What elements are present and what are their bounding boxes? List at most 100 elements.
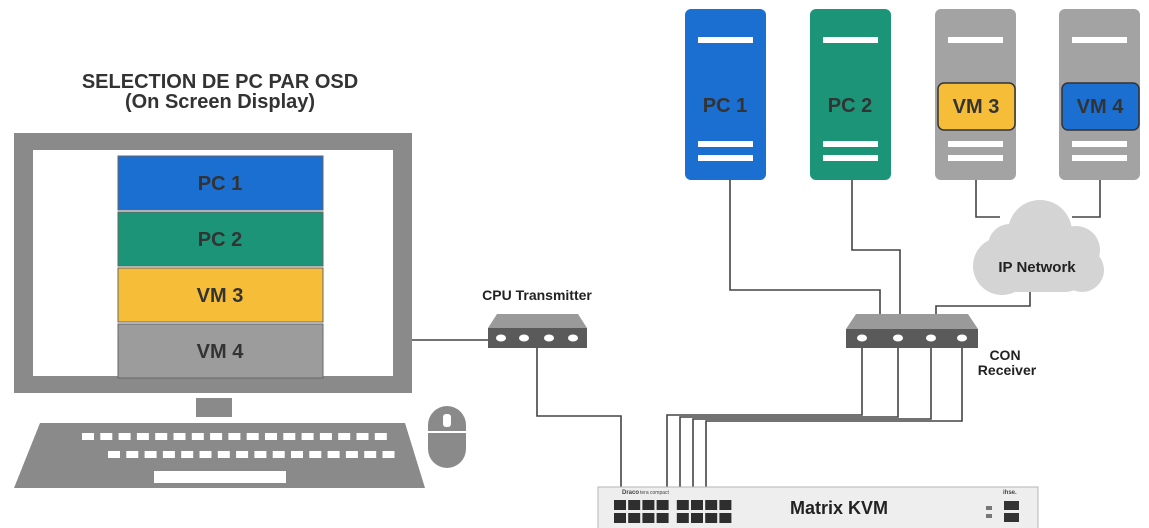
server-slot xyxy=(1072,37,1127,43)
matrix-aux-port xyxy=(986,514,992,518)
matrix-port xyxy=(614,500,626,510)
keyboard-key xyxy=(254,451,267,458)
keyboard-key xyxy=(265,433,277,440)
server-slot xyxy=(698,141,753,147)
osd-item-pc1[interactable] xyxy=(117,155,324,211)
con-receiver-label-line1: CON xyxy=(989,347,1020,363)
keyboard-key xyxy=(236,451,249,458)
matrix-port xyxy=(642,513,655,523)
keyboard-key xyxy=(272,451,285,458)
keyboard-key xyxy=(338,433,351,440)
server-vm3-label: VM 3 xyxy=(953,96,1000,118)
matrix-port xyxy=(691,513,703,523)
server-slot xyxy=(823,155,878,161)
matrix-port xyxy=(676,500,689,510)
mouse xyxy=(428,406,466,468)
keyboard-key xyxy=(374,433,387,440)
matrix-port xyxy=(676,513,689,523)
keyboard-key xyxy=(136,433,149,440)
keyboard-key xyxy=(144,451,157,458)
server-slot xyxy=(1072,141,1127,147)
keyboard-key xyxy=(291,451,303,458)
server-vm3-badge xyxy=(937,82,1016,131)
keyboard-key xyxy=(319,433,332,440)
keyboard-key xyxy=(173,433,186,440)
con-receiver-port xyxy=(857,334,867,342)
osd-item-pc2-label: PC 2 xyxy=(198,229,242,251)
keyboard-keys xyxy=(82,433,395,458)
matrix-port xyxy=(642,500,655,510)
wire-pc2-receiver xyxy=(851,178,901,318)
server-vm3: VM 3 xyxy=(935,9,1016,180)
osd-item-vm3-label: VM 3 xyxy=(197,285,244,307)
matrix-kvm: Draco tera compact ihse. Matrix KVM xyxy=(597,486,1039,528)
matrix-port xyxy=(705,513,718,523)
keyboard xyxy=(14,423,425,488)
con-receiver-port xyxy=(957,334,967,342)
mouse-body xyxy=(428,406,466,468)
keyboard-key xyxy=(181,451,194,458)
matrix-port xyxy=(691,500,703,510)
keyboard-key xyxy=(155,433,168,440)
matrix-port-grid xyxy=(614,500,732,523)
matrix-aux-port xyxy=(986,506,992,510)
matrix-kvm-chassis xyxy=(597,486,1039,528)
wire-receiver-matrix-2 xyxy=(679,348,899,487)
keyboard-key xyxy=(228,433,241,440)
matrix-port xyxy=(719,500,732,510)
matrix-port xyxy=(628,500,641,510)
osd-item-vm4-label: VM 4 xyxy=(197,341,245,363)
server-pc2-label: PC 2 xyxy=(828,95,872,117)
keyboard-key xyxy=(162,451,175,458)
wires xyxy=(412,178,1101,487)
cpu-transmitter-port xyxy=(568,334,578,342)
con-receiver-label-line2: Receiver xyxy=(978,362,1037,378)
matrix-port xyxy=(614,513,626,523)
server-pc1-label: PC 1 xyxy=(703,95,747,117)
con-receiver-body xyxy=(846,329,978,348)
server-slot xyxy=(698,37,753,43)
matrix-brand-sub: tera compact xyxy=(640,490,670,496)
server-slot xyxy=(823,37,878,43)
cpu-transmitter-port xyxy=(496,334,506,342)
server-slot xyxy=(1072,155,1127,161)
cpu-transmitter-port xyxy=(544,334,554,342)
matrix-aux-port xyxy=(1004,513,1019,522)
server-slot xyxy=(698,155,753,161)
keyboard-key xyxy=(246,433,259,440)
keyboard-key xyxy=(364,451,377,458)
server-pc2: PC 2 xyxy=(810,9,891,180)
keyboard-key xyxy=(382,451,395,458)
ip-network-cloud: IP Network xyxy=(973,200,1104,295)
keyboard-key xyxy=(345,451,358,458)
matrix-port xyxy=(656,513,669,523)
keyboard-key xyxy=(191,433,204,440)
keyboard-key xyxy=(301,433,314,440)
con-receiver xyxy=(846,314,978,348)
server-pc2-body xyxy=(810,9,891,180)
matrix-brand: Draco xyxy=(622,490,639,496)
keyboard-key xyxy=(82,433,94,440)
wire-vm4-network xyxy=(1072,178,1101,218)
osd-item-pc1-label: PC 1 xyxy=(198,173,242,195)
cpu-transmitter-port xyxy=(519,334,529,342)
wire-receiver-matrix-4 xyxy=(705,348,963,487)
cloud-base xyxy=(1000,250,1084,292)
osd-item-vm4[interactable] xyxy=(117,323,324,379)
osd-item-pc2[interactable] xyxy=(117,211,324,267)
server-pc1-body xyxy=(685,9,766,180)
wire-receiver-matrix-1 xyxy=(666,348,863,487)
osd-menu: PC 1 PC 2 VM 3 VM 4 xyxy=(117,155,324,379)
osd-item-vm3[interactable] xyxy=(117,267,324,323)
server-slot xyxy=(948,155,1003,161)
con-receiver-port xyxy=(926,334,936,342)
matrix-port xyxy=(719,513,732,523)
matrix-aux-port xyxy=(1004,501,1019,510)
server-vm4: VM 4 xyxy=(1059,9,1140,180)
keyboard-key xyxy=(210,433,223,440)
keyboard-key xyxy=(100,433,113,440)
server-vm4-label: VM 4 xyxy=(1077,96,1125,118)
keyboard-key xyxy=(126,451,139,458)
server-slot xyxy=(948,37,1003,43)
matrix-port xyxy=(705,500,718,510)
